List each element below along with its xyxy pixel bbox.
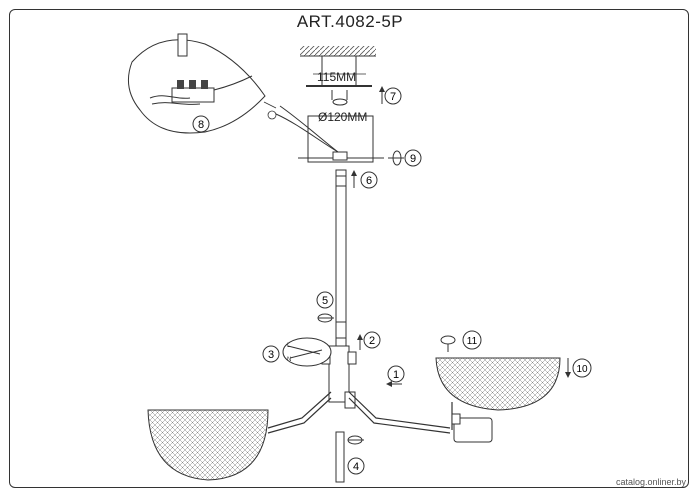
step-callout-1: 1 [387, 365, 405, 383]
central-rod [335, 169, 347, 351]
connector-detail: L N [282, 337, 332, 367]
step-callout-4: 4 [347, 457, 365, 475]
canopy-diameter-label: Ø120MM [318, 110, 368, 124]
step-callout-10: 10 [572, 358, 592, 378]
right-shade [435, 357, 561, 411]
svg-text:9: 9 [410, 153, 416, 165]
svg-text:4: 4 [353, 461, 359, 473]
terminal-block-detail [127, 33, 266, 134]
step-callout-11: 11 [462, 330, 482, 350]
svg-text:8: 8 [198, 119, 204, 131]
svg-text:5: 5 [322, 295, 328, 307]
left-arm [267, 391, 332, 434]
canopy [298, 115, 384, 163]
svg-text:3: 3 [268, 349, 274, 361]
ceiling [300, 46, 376, 57]
left-shade [147, 409, 269, 481]
plate-width-label: 115MM [317, 70, 357, 84]
socket-holder [451, 413, 493, 443]
arrow-step-7 [379, 86, 385, 104]
svg-text:7: 7 [390, 91, 396, 103]
step-callouts: 7 8 9 6 5 2 3 [192, 87, 592, 475]
wire-label-n: N [287, 357, 291, 363]
arrow-step-10 [565, 358, 571, 378]
step-callout-2: 2 [363, 331, 381, 349]
svg-text:6: 6 [366, 175, 372, 187]
watermark: catalog.onliner.by [615, 477, 686, 487]
mounting-plate [306, 56, 372, 106]
arrow-step-1 [386, 381, 402, 387]
step-callout-3: 3 [262, 345, 280, 363]
supply-wires [263, 101, 339, 153]
right-arm [348, 391, 453, 434]
step-callout-6: 6 [360, 171, 378, 189]
svg-text:11: 11 [467, 336, 478, 347]
screw-step-5 [317, 313, 334, 323]
step-callout-8: 8 [192, 115, 210, 133]
bottom-rod [335, 431, 364, 483]
step-callout-7: 7 [384, 87, 402, 105]
step-callout-5: 5 [316, 291, 334, 309]
svg-text:2: 2 [369, 335, 375, 347]
screw-step-9 [388, 150, 404, 166]
arrow-step-2 [357, 334, 363, 350]
svg-text:1: 1 [393, 369, 399, 381]
svg-text:10: 10 [576, 364, 588, 375]
step-callout-9: 9 [404, 149, 422, 167]
screw-step-11 [440, 335, 456, 352]
diagram-title: ART.4082-5P [296, 12, 404, 31]
arrow-step-6 [351, 170, 357, 188]
drawing-frame [9, 9, 689, 488]
wire-label-l: L [287, 343, 291, 349]
